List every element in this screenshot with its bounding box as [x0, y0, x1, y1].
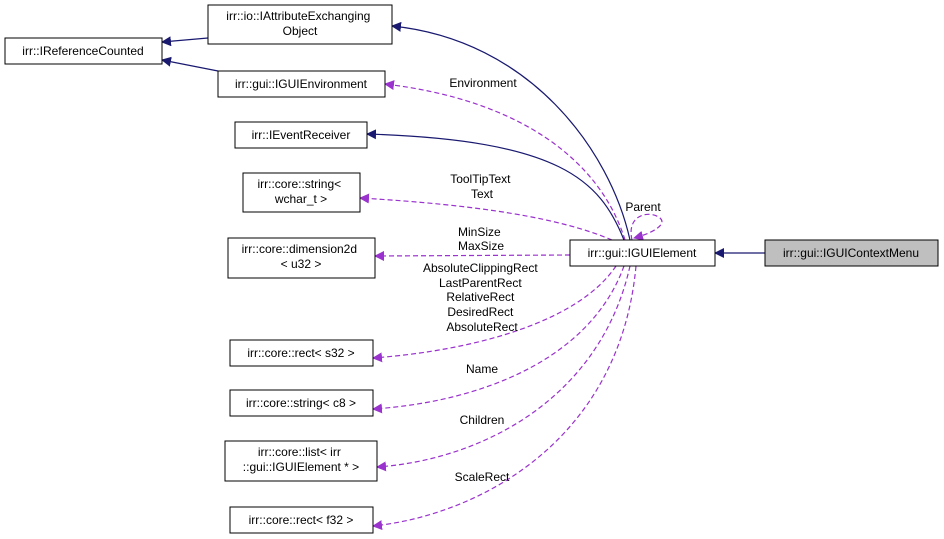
edge-label-name: Name — [466, 362, 498, 376]
edge-usage-parent — [630, 213, 663, 241]
edge-label-tooltip: ToolTipText Text — [450, 172, 514, 201]
node-iguienvironment[interactable]: irr::gui::IGUIEnvironment — [217, 70, 386, 98]
node-list-iguielement-label: irr::core::list< irr ::gui::IGUIElement … — [243, 445, 359, 474]
node-rect-f32[interactable]: irr::core::rect< f32 > — [229, 506, 374, 534]
edge-label-rects: AbsoluteClippingRect LastParentRect Rela… — [423, 261, 541, 334]
node-iguicontextmenu-label: irr::gui::IGUIContextMenu — [783, 246, 919, 260]
edge-usage-children — [376, 265, 631, 472]
edge-element-to-iattribute — [391, 21, 631, 241]
node-string-c8[interactable]: irr::core::string< c8 > — [229, 389, 374, 417]
node-iattributeexchangingobject-label: irr::io::IAttributeExchanging Object — [226, 9, 373, 38]
node-dimension2d[interactable]: irr::core::dimension2d < u32 > — [227, 237, 376, 279]
node-ieventreceiver[interactable]: irr::IEventReceiver — [234, 121, 368, 149]
node-string-c8-label: irr::core::string< c8 > — [246, 396, 356, 410]
node-ireferencecounted-label: irr::IReferenceCounted — [22, 44, 143, 58]
node-iguienvironment-label: irr::gui::IGUIEnvironment — [235, 77, 368, 91]
edge-label-minmax: MinSize MaxSize — [458, 225, 504, 253]
node-rect-f32-label: irr::core::rect< f32 > — [249, 513, 354, 527]
edge-label-children: Children — [460, 413, 505, 427]
node-ireferencecounted[interactable]: irr::IReferenceCounted — [4, 37, 163, 65]
edge-usage-rects32 — [372, 265, 617, 363]
node-ieventreceiver-label: irr::IEventReceiver — [252, 128, 351, 142]
node-iguielement-label: irr::gui::IGUIElement — [588, 246, 697, 260]
edge-usage-minmax — [374, 250, 571, 261]
edge-usage-environment — [384, 80, 626, 241]
node-iattributeexchangingobject[interactable]: irr::io::IAttributeExchanging Object — [207, 4, 393, 45]
edge-label-scalerect: ScaleRect — [455, 470, 510, 484]
node-string-wchar-label: irr::core::string< wchar_t > — [257, 177, 344, 206]
edge-usage-name — [372, 265, 625, 414]
edge-label-environment: Environment — [449, 76, 517, 90]
node-string-wchar[interactable]: irr::core::string< wchar_t > — [242, 172, 361, 213]
node-iguielement[interactable]: irr::gui::IGUIElement — [569, 239, 716, 267]
edge-iguienv-to-ireference — [161, 56, 219, 72]
edge-iattribute-to-ireference — [161, 36, 209, 47]
edge-usage-scalerect — [372, 265, 637, 531]
node-iguicontextmenu[interactable]: irr::gui::IGUIContextMenu — [764, 239, 939, 267]
edge-usage-tooltip — [359, 193, 613, 241]
edge-label-parent: Parent — [625, 200, 661, 214]
edge-element-to-ievent — [366, 129, 625, 241]
node-rect-s32-label: irr::core::rect< s32 > — [247, 346, 354, 360]
node-dimension2d-label: irr::core::dimension2d < u32 > — [242, 242, 361, 271]
node-list-iguielement[interactable]: irr::core::list< irr ::gui::IGUIElement … — [224, 440, 378, 482]
node-rect-s32[interactable]: irr::core::rect< s32 > — [229, 339, 374, 367]
